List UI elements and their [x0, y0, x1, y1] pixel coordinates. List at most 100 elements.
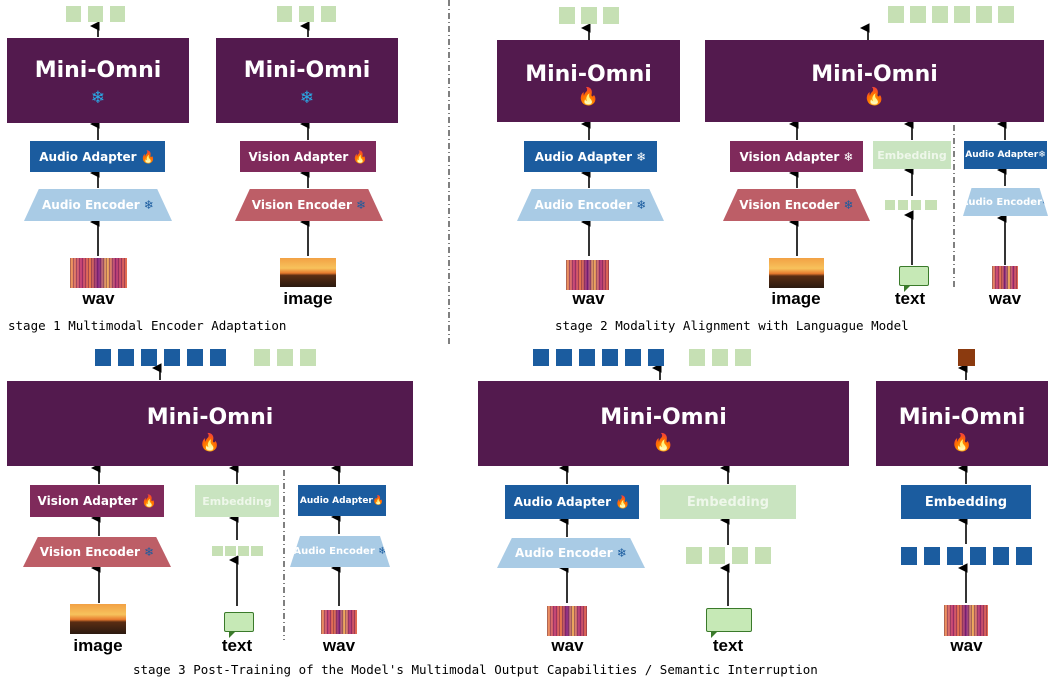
snowflake-icon: ❄ — [843, 149, 854, 164]
output-token — [910, 6, 926, 23]
mini-omni-model: Mini-Omni ❄ — [216, 38, 398, 123]
text-bubble-icon — [899, 266, 929, 292]
vision-encoder: Vision Encoder ❄ — [723, 189, 870, 221]
output-token — [254, 349, 270, 366]
output-audio-token — [556, 349, 572, 366]
audio-token — [901, 547, 917, 565]
fire-icon: 🔥 — [352, 149, 368, 164]
output-audio-token — [118, 349, 134, 366]
input-label-wav: wav — [572, 289, 605, 308]
audio-encoder: Audio Encoder❄ — [963, 188, 1048, 216]
snowflake-icon: ❄ — [90, 88, 106, 108]
mini-omni-model: Mini-Omni ❄ — [7, 38, 189, 123]
audio-token — [1016, 547, 1032, 565]
input-label-wav: wav — [988, 289, 1022, 308]
model-title: Mini-Omni — [811, 62, 938, 87]
output-audio-token — [625, 349, 641, 366]
audio-token — [970, 547, 986, 565]
input-label-text: text — [894, 289, 926, 308]
stage-2-caption: stage 2 Modality Alignment with Languagu… — [555, 318, 909, 333]
output-token — [689, 349, 705, 366]
output-token — [110, 6, 125, 22]
vision-encoder: Vision Encoder ❄ — [235, 189, 383, 221]
output-token — [321, 6, 336, 22]
output-audio-token — [533, 349, 549, 366]
embedding-label: Embedding — [877, 148, 947, 162]
text-token — [885, 200, 895, 210]
audio-adapter: Audio Adapter 🔥 — [505, 485, 639, 519]
output-audio-token — [648, 349, 664, 366]
fire-icon: 🔥 — [863, 87, 886, 107]
input-label-image: image — [73, 636, 123, 655]
text-bubble-icon — [224, 612, 254, 638]
vision-encoder-label: Vision Encoder — [39, 545, 140, 559]
output-audio-token — [602, 349, 618, 366]
output-audio-token — [141, 349, 157, 366]
input-label-wav: wav — [551, 636, 584, 655]
output-token — [888, 6, 904, 23]
sunset-image — [70, 604, 126, 634]
text-token — [925, 200, 937, 210]
output-token — [277, 349, 293, 366]
spectrogram-image — [944, 605, 988, 636]
input-label-wav: wav — [322, 636, 356, 655]
output-token — [932, 6, 948, 23]
mini-omni-model: Mini-Omni 🔥 — [497, 40, 680, 122]
model-title: Mini-Omni — [146, 405, 274, 430]
vision-adapter: Vision Adapter 🔥 — [30, 485, 164, 517]
audio-adapter: Audio Adapter❄ — [964, 141, 1047, 169]
audio-adapter: Audio Adapter🔥 — [298, 485, 386, 516]
audio-encoder: Audio Encoder ❄ — [497, 538, 645, 568]
embedding-layer: Embedding — [195, 485, 279, 517]
vision-encoder: Vision Encoder ❄ — [23, 537, 171, 567]
stage-3-caption: stage 3 Post-Training of the Model's Mul… — [133, 662, 818, 677]
vision-adapter-label: Vision Adapter — [37, 494, 138, 508]
snowflake-icon: ❄ — [636, 198, 647, 212]
snowflake-icon: ❄ — [378, 546, 387, 557]
vision-encoder-label: Vision Encoder — [739, 198, 840, 212]
vision-adapter-label: Vision Adapter — [739, 149, 840, 164]
output-token — [712, 349, 728, 366]
audio-adapter: Audio Adapter ❄ — [524, 141, 657, 172]
audio-encoder: Audio Encoder ❄ — [517, 189, 664, 221]
text-token — [732, 547, 748, 564]
audio-encoder-label: Audio Encoder — [534, 198, 633, 212]
audio-token — [924, 547, 940, 565]
spectrogram-image — [321, 610, 357, 634]
audio-adapter: Audio Adapter 🔥 — [30, 141, 165, 172]
output-token — [277, 6, 292, 22]
audio-token — [993, 547, 1009, 565]
output-audio-token — [579, 349, 595, 366]
fire-icon: 🔥 — [577, 87, 600, 107]
embedding-layer: Embedding — [873, 141, 951, 169]
spectrogram-image — [566, 260, 609, 290]
fire-icon: 🔥 — [372, 495, 385, 506]
audio-encoder: Audio Encoder ❄ — [290, 536, 390, 567]
snowflake-icon: ❄ — [843, 198, 854, 212]
fire-icon: 🔥 — [615, 495, 631, 509]
vision-adapter-label: Vision Adapter — [248, 149, 349, 164]
output-token — [66, 6, 81, 22]
audio-adapter-label: Audio Adapter — [39, 149, 137, 164]
mini-omni-model: Mini-Omni 🔥 — [7, 381, 413, 466]
stage-1-caption: stage 1 Multimodal Encoder Adaptation — [8, 318, 287, 333]
output-token — [88, 6, 103, 22]
audio-encoder: Audio Encoder ❄ — [24, 189, 172, 221]
text-token — [225, 546, 236, 556]
output-audio-token — [164, 349, 180, 366]
audio-encoder-label: Audio Encoder — [515, 546, 613, 560]
snowflake-icon: ❄ — [143, 198, 154, 212]
model-title: Mini-Omni — [525, 62, 652, 87]
output-token — [299, 6, 314, 22]
input-label-text: text — [221, 636, 253, 655]
snowflake-icon: ❄ — [636, 149, 647, 164]
embedding-layer: Embedding — [660, 485, 796, 519]
input-label-image: image — [283, 289, 333, 308]
fire-icon: 🔥 — [652, 433, 675, 453]
output-audio-token — [210, 349, 226, 366]
spectrogram-image — [70, 258, 127, 288]
output-token — [976, 6, 992, 23]
text-bubble-icon — [706, 608, 752, 638]
output-token — [300, 349, 316, 366]
